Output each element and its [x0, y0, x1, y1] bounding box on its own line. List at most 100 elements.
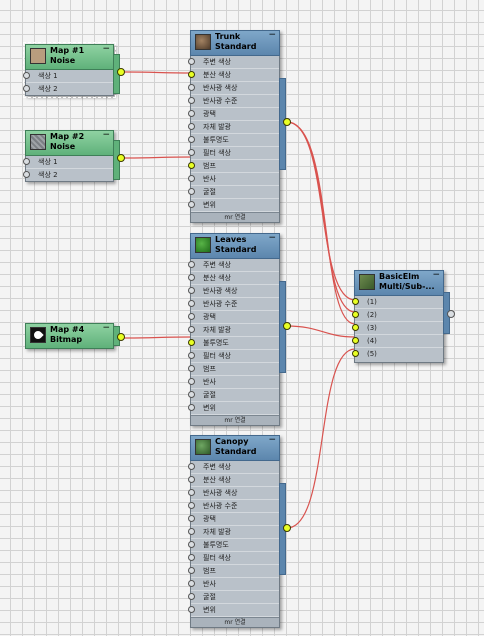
canopy-slot[interactable]: 불투명도: [188, 539, 279, 552]
trunk-slot[interactable]: 필터 색상: [188, 147, 279, 160]
connected-input-port-icon[interactable]: [188, 162, 195, 169]
wire-trunk-basicelm-1[interactable]: [286, 121, 356, 301]
input-port-icon[interactable]: [188, 175, 195, 182]
canopy-material-node[interactable]: Canopy Standard − 주변 색상 분산 색상 반사광 색상 반사광…: [188, 435, 291, 628]
trunk-slot[interactable]: 자체 발광: [188, 121, 279, 134]
map1-slot-color2[interactable]: 색상 2: [23, 83, 113, 95]
map2-slot-color1[interactable]: 색상 1: [23, 156, 113, 169]
canopy-slot[interactable]: 주변 색상: [188, 461, 279, 474]
input-port-icon[interactable]: [188, 287, 195, 294]
basicelm-slot-4[interactable]: (4): [352, 335, 443, 348]
wire-trunk-basicelm-3[interactable]: [286, 121, 356, 325]
leaves-slot[interactable]: 굴절: [188, 389, 279, 402]
input-port-icon[interactable]: [188, 123, 195, 130]
input-port-icon[interactable]: [188, 502, 195, 509]
collapse-icon[interactable]: −: [102, 323, 110, 333]
basicelm-output-port[interactable]: [447, 310, 455, 318]
leaves-output-port[interactable]: [283, 322, 291, 330]
trunk-slot[interactable]: 불투명도: [188, 134, 279, 147]
collapse-icon[interactable]: −: [268, 30, 276, 40]
input-port-icon[interactable]: [188, 593, 195, 600]
connected-input-port-icon[interactable]: [352, 350, 359, 357]
wire-map2-trunk-bump[interactable]: [121, 156, 193, 159]
leaves-header[interactable]: Leaves Standard −: [190, 233, 280, 259]
map2-header[interactable]: Map #2 Noise −: [25, 130, 114, 156]
input-port-icon[interactable]: [188, 326, 195, 333]
map2-node[interactable]: Map #2 Noise − 색상 1 색상 2: [23, 130, 125, 182]
trunk-slot[interactable]: 굴절: [188, 186, 279, 199]
input-port-icon[interactable]: [188, 567, 195, 574]
leaves-slot[interactable]: 불투명도: [188, 337, 279, 350]
map2-slot-color2[interactable]: 색상 2: [23, 169, 113, 181]
collapse-icon[interactable]: −: [268, 233, 276, 243]
canopy-mr-connection[interactable]: mr 연결: [191, 617, 279, 627]
leaves-slot[interactable]: 주변 색상: [188, 259, 279, 272]
trunk-slot[interactable]: 분산 색상: [188, 69, 279, 82]
wire-canopy-basicelm-5[interactable]: [286, 348, 356, 529]
input-port-icon[interactable]: [188, 580, 195, 587]
input-port-icon[interactable]: [188, 300, 195, 307]
map4-node[interactable]: Map #4 Bitmap −: [25, 323, 125, 349]
trunk-slot[interactable]: 반사광 수준: [188, 95, 279, 108]
trunk-output-port[interactable]: [283, 118, 291, 126]
input-port-icon[interactable]: [188, 136, 195, 143]
trunk-slot[interactable]: 범프: [188, 160, 279, 173]
connected-input-port-icon[interactable]: [188, 339, 195, 346]
map1-output-port[interactable]: [117, 68, 125, 76]
input-port-icon[interactable]: [23, 72, 30, 79]
canopy-slot[interactable]: 광택: [188, 513, 279, 526]
connected-input-port-icon[interactable]: [352, 311, 359, 318]
basicelm-multisub-node[interactable]: BasicElm Multi/Sub-... − (1) (2) (3) (4)…: [352, 270, 455, 363]
input-port-icon[interactable]: [188, 391, 195, 398]
map1-node[interactable]: Map #1 Noise − 색상 1 색상 2: [23, 42, 125, 98]
input-port-icon[interactable]: [188, 554, 195, 561]
input-port-icon[interactable]: [188, 404, 195, 411]
leaves-slot[interactable]: 반사광 수준: [188, 298, 279, 311]
trunk-material-node[interactable]: Trunk Standard − 주변 색상 분산 색상 반사광 색상 반사광 …: [188, 30, 291, 223]
leaves-slot[interactable]: 필터 색상: [188, 350, 279, 363]
trunk-slot[interactable]: 광택: [188, 108, 279, 121]
canopy-slot[interactable]: 반사광 색상: [188, 487, 279, 500]
canopy-slot[interactable]: 분산 색상: [188, 474, 279, 487]
leaves-mr-connection[interactable]: mr 연결: [191, 415, 279, 425]
leaves-slot[interactable]: 광택: [188, 311, 279, 324]
input-port-icon[interactable]: [188, 313, 195, 320]
collapse-icon[interactable]: −: [268, 435, 276, 445]
wire-trunk-basicelm-2[interactable]: [286, 121, 356, 313]
collapse-icon[interactable]: −: [102, 130, 110, 140]
map1-slot-color1[interactable]: 색상 1: [23, 70, 113, 83]
leaves-slot[interactable]: 분산 색상: [188, 272, 279, 285]
canopy-slot[interactable]: 범프: [188, 565, 279, 578]
canopy-slot[interactable]: 변위: [188, 604, 279, 617]
input-port-icon[interactable]: [188, 274, 195, 281]
leaves-slot[interactable]: 반사광 색상: [188, 285, 279, 298]
leaves-slot[interactable]: 범프: [188, 363, 279, 376]
input-port-icon[interactable]: [188, 528, 195, 535]
input-port-icon[interactable]: [188, 110, 195, 117]
connected-input-port-icon[interactable]: [352, 298, 359, 305]
wire-leaves-basicelm-4[interactable]: [286, 325, 356, 338]
input-port-icon[interactable]: [188, 378, 195, 385]
connected-input-port-icon[interactable]: [188, 71, 195, 78]
canopy-slot[interactable]: 굴절: [188, 591, 279, 604]
input-port-icon[interactable]: [188, 365, 195, 372]
input-port-icon[interactable]: [188, 515, 195, 522]
input-port-icon[interactable]: [23, 85, 30, 92]
input-port-icon[interactable]: [188, 58, 195, 65]
input-port-icon[interactable]: [188, 606, 195, 613]
input-port-icon[interactable]: [188, 463, 195, 470]
leaves-slot[interactable]: 자체 발광: [188, 324, 279, 337]
map2-output-port[interactable]: [117, 154, 125, 162]
input-port-icon[interactable]: [188, 352, 195, 359]
input-port-icon[interactable]: [188, 97, 195, 104]
input-port-icon[interactable]: [188, 201, 195, 208]
map1-header[interactable]: Map #1 Noise −: [25, 44, 114, 70]
input-port-icon[interactable]: [188, 84, 195, 91]
collapse-icon[interactable]: −: [432, 270, 440, 280]
collapse-icon[interactable]: −: [102, 44, 110, 54]
basicelm-slot-2[interactable]: (2): [352, 309, 443, 322]
input-port-icon[interactable]: [188, 541, 195, 548]
connected-input-port-icon[interactable]: [352, 337, 359, 344]
basicelm-slot-3[interactable]: (3): [352, 322, 443, 335]
canopy-slot[interactable]: 자체 발광: [188, 526, 279, 539]
